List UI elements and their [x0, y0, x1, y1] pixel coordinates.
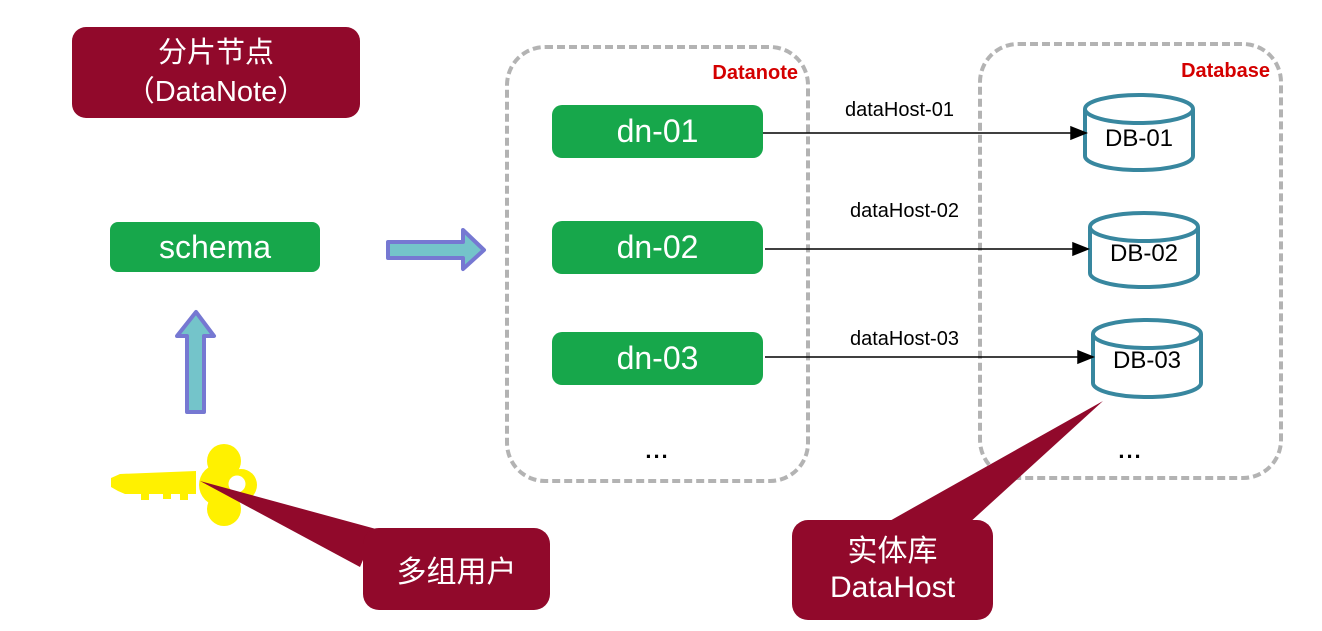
dn-node-2: dn-02 — [552, 221, 763, 274]
users-callout-tail — [200, 481, 376, 567]
key-icon — [111, 444, 257, 526]
schema-label: schema — [158, 228, 272, 265]
datahost-callout-cjk: 实体库 — [847, 535, 938, 568]
users-callout: 多组用户 — [363, 528, 550, 610]
title-line-latin: （DataNote） — [125, 75, 307, 108]
db-label-1: DB-01 — [1104, 125, 1174, 152]
dn-node-1: dn-01 — [552, 105, 763, 158]
users-callout-text: 多组用户 — [396, 556, 517, 589]
datanote-group-container — [505, 45, 810, 483]
title-line-cjk: 分片节点 — [157, 36, 274, 69]
datahost-callout: 实体库 DataHost — [792, 520, 993, 620]
schema-node: schema — [110, 222, 320, 272]
datahost-callout-latin: DataHost — [829, 571, 956, 604]
database-group-container — [978, 42, 1283, 480]
right-block-arrow — [386, 228, 486, 271]
datanote-ellipsis: ... — [645, 438, 670, 463]
datanote-group-label: Datanote — [712, 62, 798, 84]
connector-label-1: dataHost-01 — [845, 99, 954, 121]
connector-label-3: dataHost-03 — [850, 328, 959, 350]
database-ellipsis: ... — [1118, 438, 1143, 463]
up-block-arrow — [175, 310, 216, 414]
database-group-label: Database — [1181, 60, 1270, 82]
db-label-2: DB-02 — [1109, 240, 1179, 267]
dn-node-2-label: dn-02 — [616, 229, 699, 265]
db-label-3: DB-03 — [1112, 347, 1182, 374]
datanote-title-box: 分片节点 （DataNote） — [72, 27, 360, 118]
dn-node-3: dn-03 — [552, 332, 763, 385]
dn-node-3-label: dn-03 — [616, 340, 699, 376]
dn-node-1-label: dn-01 — [616, 113, 699, 149]
connector-label-2: dataHost-02 — [850, 200, 959, 222]
